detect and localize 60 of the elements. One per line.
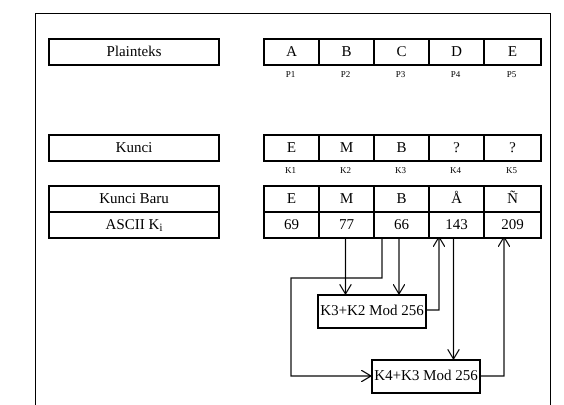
cell-text: Plainteks (106, 44, 162, 60)
cell-text: M (340, 192, 354, 206)
index-label: P3 (394, 70, 406, 79)
table-cell (318, 134, 375, 162)
cell-text: 143 (445, 218, 468, 232)
cell-text: E (286, 140, 296, 156)
arrow (446, 237, 460, 360)
table-cell (428, 134, 485, 162)
arrow (338, 237, 352, 295)
table-cell (318, 38, 375, 66)
cell-text: ? (509, 140, 516, 156)
table-cell (373, 134, 430, 162)
cell-text: K4+K3 Mod 256 (374, 369, 478, 384)
index-label: P2 (340, 70, 352, 79)
table-cell (48, 134, 220, 162)
cell-text: E (508, 44, 518, 60)
cell-text: ? (453, 140, 460, 156)
cell-text: K3+K2 Mod 256 (320, 304, 424, 319)
arrow (392, 237, 406, 295)
table-cell (263, 211, 320, 239)
table-cell (263, 38, 320, 66)
cell-text: 69 (284, 218, 299, 232)
cell-text: 66 (394, 218, 409, 232)
process-box (317, 294, 427, 329)
index-label: K2 (339, 166, 352, 175)
index-label: P1 (284, 70, 296, 79)
process-box (371, 359, 481, 394)
cell-text: Kunci (116, 140, 152, 156)
arrow (290, 237, 383, 383)
table-cell (48, 211, 220, 239)
table-cell (263, 134, 320, 162)
cell-text: A (286, 44, 297, 60)
cell-text: M (340, 140, 354, 156)
index-label: K4 (449, 166, 462, 175)
index-label: P4 (450, 70, 462, 79)
cell-text: C (396, 44, 406, 60)
table-cell (48, 185, 220, 213)
table-cell (48, 38, 220, 66)
table-cell (483, 134, 542, 162)
table-cell (483, 38, 542, 66)
table-cell (483, 211, 542, 239)
table-cell (428, 38, 485, 66)
cell-text: D (451, 44, 462, 60)
table-cell (483, 185, 542, 213)
cell-text: Ñ (507, 192, 518, 206)
cell-text: B (396, 140, 406, 156)
cell-text: Kunci Baru (99, 192, 169, 206)
cell-text: B (396, 192, 406, 206)
index-label: K1 (284, 166, 297, 175)
cell-text: Å (451, 192, 462, 206)
cell-text: B (341, 44, 352, 60)
cell-text: 209 (501, 218, 524, 232)
index-label: K5 (505, 166, 518, 175)
table-cell (373, 38, 430, 66)
index-label: K3 (394, 166, 407, 175)
index-label: P5 (506, 70, 518, 79)
cell-text: ASCII K$_{i}$ (106, 218, 162, 232)
cell-text: E (286, 192, 296, 206)
table-cell (263, 185, 320, 213)
cell-text: 77 (339, 218, 354, 232)
